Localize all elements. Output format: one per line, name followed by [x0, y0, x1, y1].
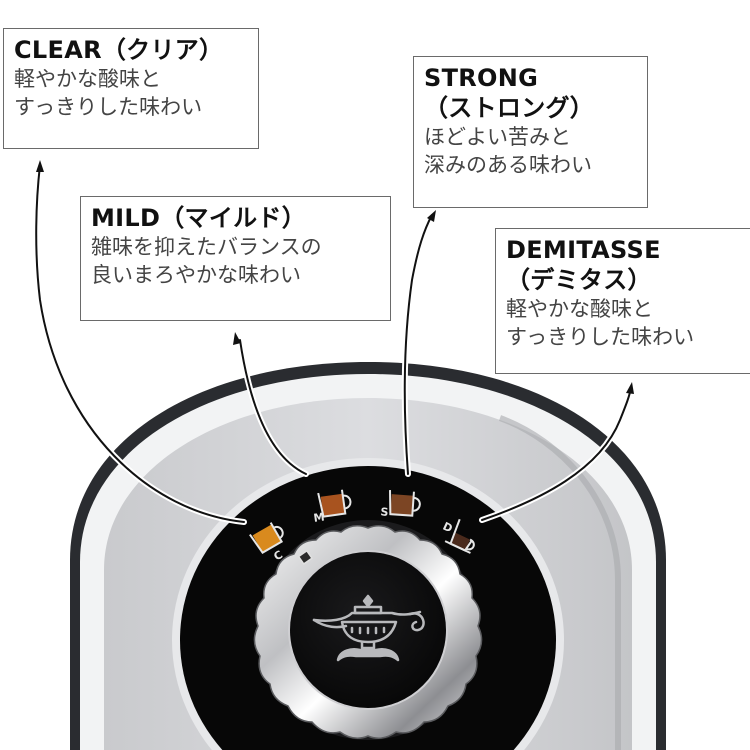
knob-pointer-notch	[297, 549, 314, 566]
demitasse-cup-icon	[444, 518, 475, 554]
selector-knob[interactable]	[253, 520, 483, 740]
leader-line-mild	[239, 339, 307, 475]
callout-clear: CLEAR（クリア） 軽やかな酸味と すっきりした味わい	[3, 28, 259, 149]
callout-title: MILD（マイルド）	[91, 204, 307, 232]
callout-description-line: すっきりした味わい	[506, 325, 695, 349]
callout-title: CLEAR（クリア）	[14, 36, 224, 64]
coffee-cup-icon	[317, 489, 352, 518]
callout-description-line: 軽やかな酸味と	[14, 67, 161, 91]
lamp-logo-icon	[312, 594, 425, 662]
dial-letter-mild: M	[313, 510, 326, 524]
callout-description-line: 雑味を抑えたバランスの	[91, 235, 322, 259]
arrowhead-strong-icon	[427, 210, 436, 222]
coffee-cup-icon	[249, 522, 284, 554]
callout-title: STRONG	[424, 64, 539, 92]
callout-strong: STRONG （ストロング） ほどよい苦みと 深みのある味わい	[413, 56, 648, 208]
arrowhead-demitasse-icon	[626, 382, 634, 394]
arrowhead-mild-icon	[233, 332, 241, 345]
callout-description-line: 良いまろやかな味わい	[91, 263, 301, 287]
leader-line-strong	[403, 214, 433, 475]
callout-description-line: 深みのある味わい	[424, 153, 592, 177]
dial-position-strong[interactable]: S	[380, 489, 421, 521]
callout-mild: MILD（マイルド） 雑味を抑えたバランスの 良いまろやかな味わい	[80, 196, 391, 321]
leader-line-demitasse	[481, 386, 632, 521]
callout-description-line: ほどよい苦みと	[424, 125, 571, 149]
leader-line-clear	[35, 164, 245, 523]
callout-title-katakana: （デミタス）	[506, 266, 652, 294]
arrowhead-clear-icon	[36, 160, 44, 172]
callout-description-line: すっきりした味わい	[14, 95, 203, 119]
callout-title-katakana: （ストロング）	[424, 94, 595, 122]
dial-letter-strong: S	[380, 505, 389, 519]
callout-description-line: 軽やかな酸味と	[506, 297, 653, 321]
callout-demitasse: DEMITASSE （デミタス） 軽やかな酸味と すっきりした味わい	[495, 228, 750, 374]
leader-lines	[33, 160, 634, 525]
callout-title: DEMITASSE	[506, 236, 661, 264]
dial-position-mild[interactable]: M	[310, 489, 353, 525]
coffee-cup-icon	[389, 490, 421, 517]
